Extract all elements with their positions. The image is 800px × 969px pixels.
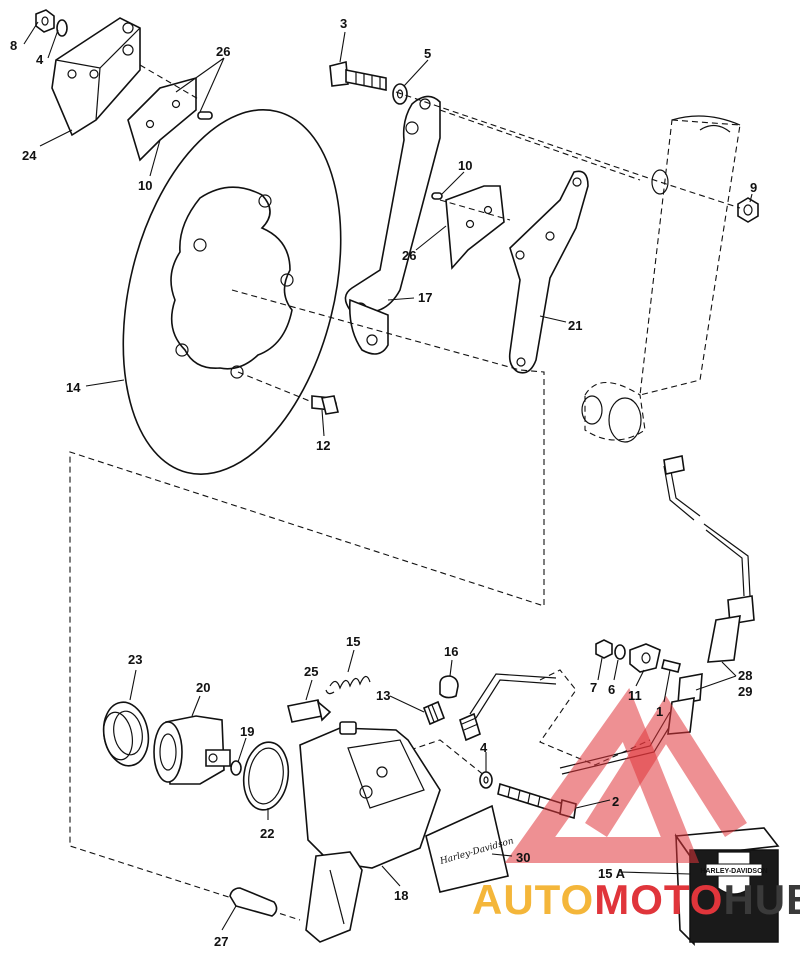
label-6: 6 <box>608 682 615 697</box>
label-2: 2 <box>612 794 619 809</box>
label-1: 1 <box>656 704 663 719</box>
decal: Harley-Davidson <box>425 804 515 893</box>
watermark-auto: AUTO <box>472 876 594 923</box>
label-24: 24 <box>22 148 37 163</box>
label-11: 11 <box>628 688 642 703</box>
upper-caliper-half <box>51 17 141 137</box>
line-fitting <box>459 712 481 742</box>
label-4-lower: 4 <box>480 740 488 755</box>
box-logo-text: HARLEY-DAVIDSON <box>700 868 767 875</box>
pin-25 <box>287 699 332 723</box>
label-13: 13 <box>376 688 390 703</box>
parts-kit-box: HARLEY-DAVIDSON <box>619 827 780 947</box>
return-spring <box>325 675 371 695</box>
piston-seal <box>102 701 150 767</box>
line-end-fitting <box>663 455 685 475</box>
caliper-mounting-arm <box>344 95 441 355</box>
bleeder-valve <box>422 700 446 726</box>
torque-arm <box>508 170 589 374</box>
watermark-triangle <box>504 688 700 863</box>
watermark-triangle-inner <box>585 695 747 837</box>
watermark-text: AUTOMOTOHUB <box>472 876 800 923</box>
label-18: 18 <box>394 888 408 903</box>
brake-hose-upper <box>707 595 755 663</box>
bleeder-cap <box>439 675 459 699</box>
clamp-block <box>629 643 661 673</box>
washer-5 <box>392 83 408 105</box>
label-28: 28 <box>738 668 752 683</box>
pin-27 <box>229 887 278 917</box>
label-26-top: 26 <box>216 44 230 59</box>
disc-bolt <box>311 395 339 415</box>
label-10-top: 10 <box>138 178 152 193</box>
washer-4-top <box>56 19 68 37</box>
brake-pad-upper <box>127 76 197 162</box>
label-20: 20 <box>196 680 210 695</box>
label-4-top: 4 <box>36 52 44 67</box>
pad-pin-upper <box>197 111 213 120</box>
label-17: 17 <box>418 290 432 305</box>
fork-leg-phantom <box>581 115 741 443</box>
bolt <box>329 60 387 91</box>
caliper-piston <box>153 715 231 785</box>
label-21: 21 <box>568 318 582 333</box>
label-3: 3 <box>340 16 347 31</box>
label-7: 7 <box>590 680 597 695</box>
washer-19 <box>230 760 242 776</box>
label-12: 12 <box>316 438 330 453</box>
label-16: 16 <box>444 644 458 659</box>
brake-pad-middle <box>445 185 505 270</box>
nut-7 <box>595 639 613 659</box>
label-14: 14 <box>66 380 81 395</box>
label-30: 30 <box>516 850 530 865</box>
pad-pin-middle <box>431 192 443 200</box>
watermark: AUTOMOTOHUB <box>472 688 800 923</box>
label-26-middle: 26 <box>402 248 416 263</box>
leader-lines <box>23 21 753 931</box>
label-10-middle: 10 <box>458 158 472 173</box>
label-25: 25 <box>304 664 318 679</box>
label-8: 8 <box>10 38 17 53</box>
washer-4-lower <box>479 771 493 789</box>
label-27: 27 <box>214 934 228 949</box>
o-ring <box>242 741 290 811</box>
label-15: 15 <box>346 634 360 649</box>
label-22: 22 <box>260 826 274 841</box>
washer-6 <box>614 644 626 660</box>
label-29: 29 <box>738 684 752 699</box>
watermark-hub: HUB <box>723 876 800 923</box>
label-9: 9 <box>750 180 757 195</box>
nut-8 <box>35 9 55 33</box>
brake-disc <box>122 109 342 475</box>
lower-caliper-body <box>299 721 441 943</box>
label-23: 23 <box>128 652 142 667</box>
callout-labels: 8 4 3 5 26 24 10 10 26 17 21 14 12 9 15 … <box>10 16 757 949</box>
watermark-moto: MOTO <box>594 876 723 923</box>
label-15a: 15 A <box>598 866 626 881</box>
clamp-screw <box>661 659 681 673</box>
label-19: 19 <box>240 724 254 739</box>
nut-9 <box>737 197 759 223</box>
label-5: 5 <box>424 46 431 61</box>
